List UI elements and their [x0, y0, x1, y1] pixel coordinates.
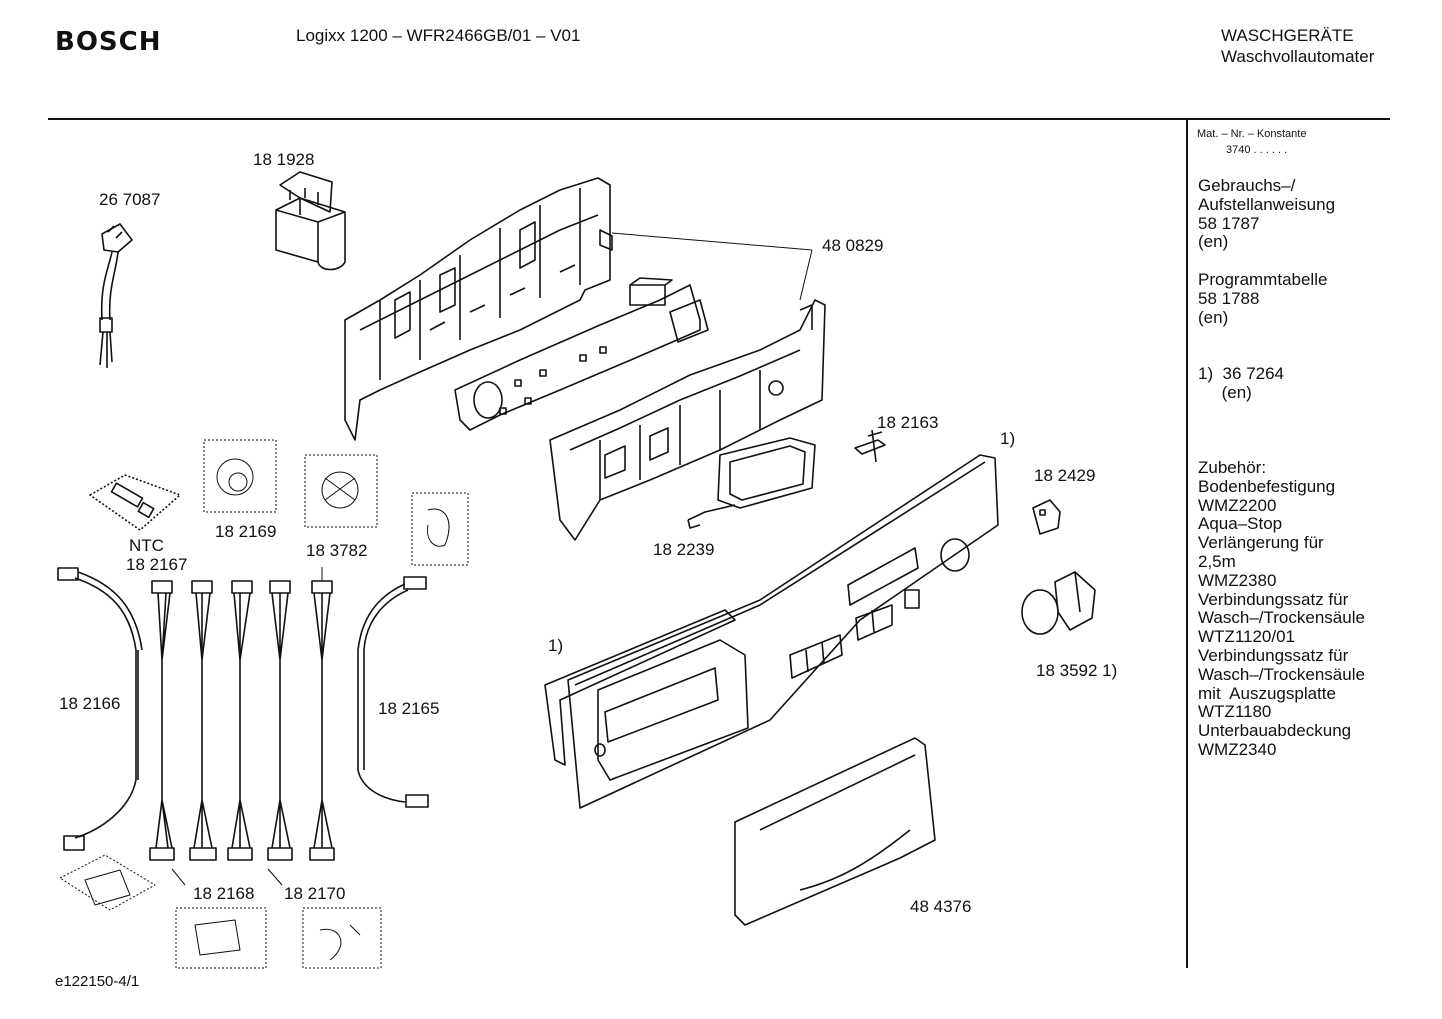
electronic-board-part [454, 277, 709, 431]
sidebar-line: WMZ2200 [1198, 495, 1277, 515]
sidebar-line: Bodenbefestigung [1198, 476, 1336, 496]
screw-part [854, 429, 886, 463]
sidebar-line: mit Auszugsplatte [1198, 683, 1336, 703]
sidebar-line: Verbindungssatz für [1198, 589, 1349, 609]
sidebar-line: Verbindungssatz für [1198, 645, 1349, 665]
sidebar-line: 1) 36 7264 [1198, 363, 1285, 383]
part-label-182239: 18 2239 [653, 540, 715, 559]
sidebar-line: WTZ1180 [1198, 702, 1272, 722]
sidebar-line: WMZ2380 [1198, 570, 1277, 590]
sidebar-line: Aqua–Stop [1198, 514, 1283, 534]
board-holder-part [549, 299, 826, 541]
part-label-182169: 18 2169 [215, 522, 277, 541]
part-label-182168: 18 2168 [193, 884, 255, 903]
sidebar-line: (en) [1198, 307, 1229, 327]
part-label-484376: 48 4376 [910, 897, 972, 916]
sidebar-info: Gebrauchs–/ Aufstellanweisung 58 1787 (e… [1198, 176, 1365, 760]
fascia-gasket-part [544, 609, 736, 766]
sidebar-line [1198, 440, 1365, 459]
sidebar-line: (en) [1198, 232, 1229, 252]
program-knob-part [1021, 571, 1096, 635]
part-label-182429: 18 2429 [1034, 466, 1096, 485]
dotted-component-boxes [59, 439, 469, 969]
sidebar-line [1198, 346, 1365, 365]
part-label-480829: 48 0829 [822, 236, 884, 255]
sidebar-line [1198, 327, 1365, 346]
part-label-182165: 18 2165 [378, 699, 440, 718]
component-sketches [84, 458, 450, 961]
sidebar-line: 2,5m [1198, 551, 1236, 571]
sidebar-line: WTZ1120/01 [1198, 627, 1296, 647]
sidebar-line [1198, 403, 1365, 422]
drawing-code: e122150-4/1 [55, 973, 140, 990]
sidebar-line: WMZ2340 [1198, 739, 1277, 759]
wiring-harness-183782 [309, 567, 335, 861]
part-label-ntc: NTC [129, 536, 164, 555]
sidebar-line [1198, 421, 1365, 440]
sidebar-line: Aufstellanweisung [1198, 194, 1336, 214]
part-label-183592: 18 3592 1) [1036, 661, 1118, 680]
control-module-frame-part [344, 177, 613, 441]
part-label-182170: 18 2170 [284, 884, 346, 903]
wiring-harness-182168 [189, 580, 217, 861]
sidebar-line: Verlängerung für [1198, 533, 1324, 553]
spring-clip-part [1032, 499, 1061, 535]
sidebar-line: Wasch–/Trockensäule [1198, 608, 1365, 628]
sidebar-line: Wasch–/Trockensäule [1198, 664, 1365, 684]
part-label-182166: 18 2166 [59, 694, 121, 713]
category-line-1: WASCHGERÄTE [1221, 26, 1354, 45]
display-window-part [687, 437, 816, 529]
brand-logo: BOSCH [55, 27, 162, 57]
wiring-harness-182169 [227, 580, 253, 861]
part-label-267087: 26 7087 [99, 190, 161, 209]
drawer-handle-part [734, 737, 936, 926]
category-line-2: Waschvollautomater [1221, 47, 1375, 66]
wiring-harness-182170 [267, 580, 293, 861]
ntc-sensor-part [89, 474, 181, 531]
part-label-181928: 18 1928 [253, 150, 315, 169]
ref-1-left: 1) [548, 636, 564, 655]
mains-plug-part [99, 223, 133, 368]
mat-nr-label: Mat. – Nr. – Konstante [1197, 128, 1307, 140]
sidebar-line: 58 1787 [1198, 213, 1260, 233]
part-label-182163: 18 2163 [877, 413, 939, 432]
ref-1-top: 1) [1000, 429, 1016, 448]
wiring-harness-182165 [357, 576, 429, 808]
mat-nr-value: 3740 . . . . . . [1226, 144, 1288, 156]
wiring-harness-182166 [57, 567, 143, 851]
model-title: Logixx 1200 – WFR2466GB/01 – V01 [296, 26, 581, 45]
sidebar-line: Zubehör: [1198, 457, 1267, 477]
sidebar-line: Unterbauabdeckung [1198, 721, 1352, 741]
sidebar-line [1198, 252, 1365, 271]
sidebar-line: Programmtabelle [1198, 269, 1328, 289]
sidebar-line: Gebrauchs–/ [1198, 176, 1296, 195]
sidebar-line: 58 1788 [1198, 288, 1260, 308]
wiring-harness-182167 [149, 580, 175, 861]
fascia-panel-part [567, 454, 999, 809]
filter-capacitor-part [275, 171, 346, 271]
part-label-183782: 18 3782 [306, 541, 368, 560]
sidebar-line: (en) [1198, 382, 1252, 402]
part-label-182167: 18 2167 [126, 555, 188, 574]
